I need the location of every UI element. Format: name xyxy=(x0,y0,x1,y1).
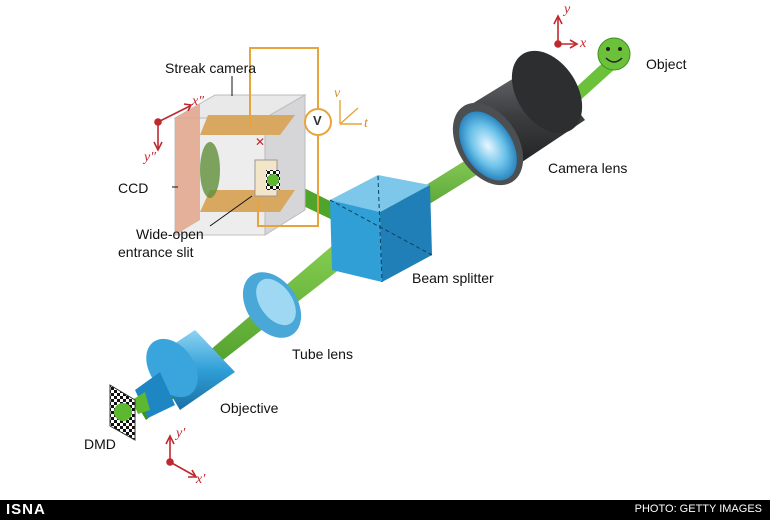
brand-logo: ISNA xyxy=(6,501,46,518)
axis-label-voltage-t: t xyxy=(364,116,368,131)
photo-credit: PHOTO: GETTY IMAGES xyxy=(634,503,762,515)
ccd-sensor xyxy=(200,142,220,198)
axis-label-dmd-x: x′ xyxy=(196,472,206,487)
slit-pattern xyxy=(266,170,280,190)
label-object: Object xyxy=(646,56,687,72)
label-slit-line1: Wide-open xyxy=(136,226,204,242)
beam-splitter xyxy=(329,175,433,283)
axes-voltage xyxy=(339,100,362,125)
label-beam-splitter: Beam splitter xyxy=(412,270,494,286)
axis-label-object-y: y xyxy=(564,2,571,17)
object-smiley xyxy=(597,37,631,71)
streak-camera: ✕ xyxy=(173,94,307,236)
label-dmd: DMD xyxy=(84,436,116,452)
footer-bar: ISNA PHOTO: GETTY IMAGES xyxy=(0,500,770,520)
label-slit-line2: entrance slit xyxy=(118,244,194,260)
label-ccd: CCD xyxy=(118,180,149,196)
label-camera-lens: Camera lens xyxy=(548,160,628,176)
diagram-canvas: ✕ xyxy=(109,14,631,478)
tube-lens xyxy=(242,272,302,338)
axis-label-dmd-y: y′ xyxy=(176,426,186,441)
sweep-mark: ✕ xyxy=(255,135,265,149)
axes-dmd xyxy=(165,434,198,478)
label-streak-camera: Streak camera xyxy=(165,60,257,76)
axis-label-object-x: x xyxy=(580,36,587,51)
label-tube-lens: Tube lens xyxy=(292,346,353,362)
axis-label-ccd-y: y″ xyxy=(144,150,157,165)
axes-ccd xyxy=(153,103,193,152)
objective xyxy=(132,330,235,418)
axes-object xyxy=(553,14,579,49)
leader-lines xyxy=(172,76,253,227)
optical-setup-diagram: ✕ xyxy=(84,2,687,487)
axis-label-voltage-v: v xyxy=(334,86,341,101)
sweep-circuit xyxy=(249,47,332,227)
label-voltage-v: V xyxy=(313,113,322,128)
dmd-device xyxy=(109,384,136,441)
camera-lens xyxy=(452,50,585,186)
label-objective: Objective xyxy=(220,400,279,416)
axis-label-ccd-x: x″ xyxy=(192,94,205,109)
